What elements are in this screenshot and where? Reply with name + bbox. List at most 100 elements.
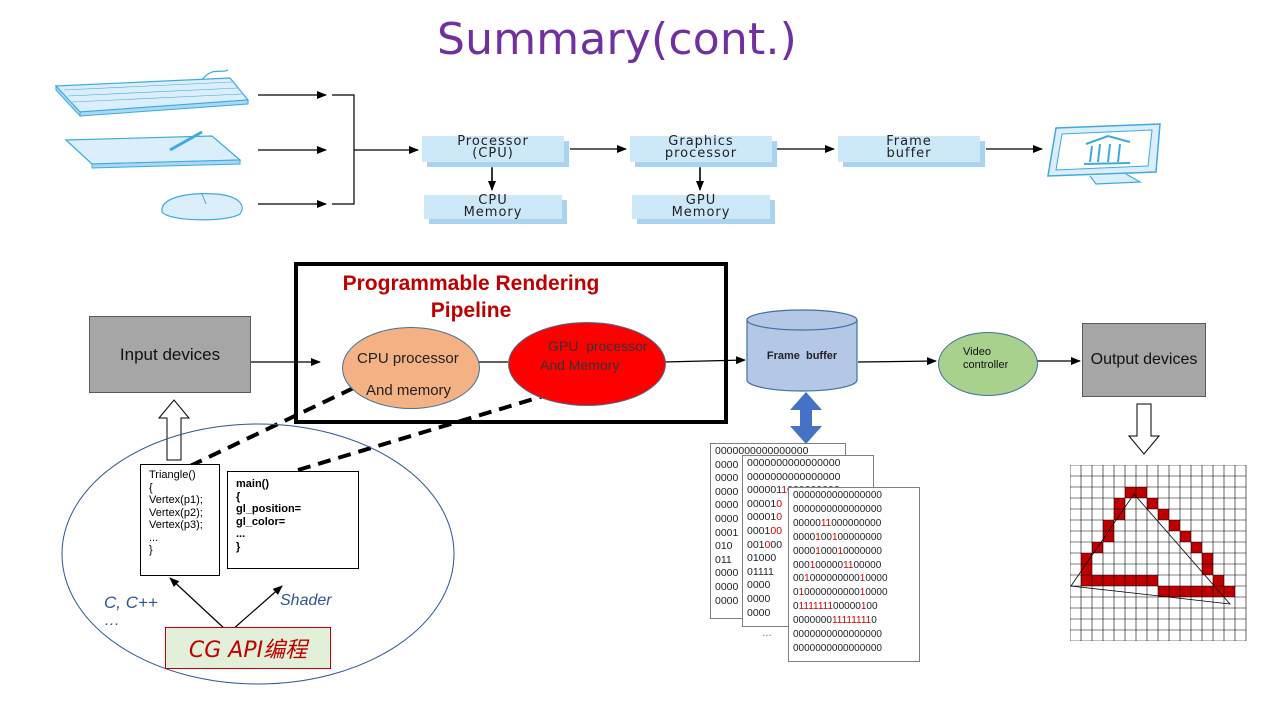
shader-code-line: } [236, 540, 241, 553]
pixel-cell [1103, 520, 1114, 531]
pipeline-title: Programmable Rendering Pipeline [330, 270, 612, 324]
pixel-cell [1147, 575, 1158, 586]
api-to-shader-arrow [231, 585, 283, 631]
monitor-icon [1047, 123, 1161, 185]
pixel-cell [1158, 509, 1169, 520]
gpu-to-framebuffer-arrow [663, 356, 746, 365]
pixel-cell [1202, 553, 1213, 564]
keyboard-icon [54, 69, 250, 118]
slide-title: Summary(cont.) [437, 14, 797, 65]
pixel-cell [1125, 487, 1136, 498]
input-bracket [332, 94, 355, 205]
cpu-code-line: { [149, 481, 153, 494]
pixel-cell [1114, 498, 1125, 509]
gpu-memory-line2: Memory [671, 205, 731, 220]
frame-buffer-label: Frame buffer [766, 350, 838, 362]
memory-double-arrow [790, 392, 822, 444]
pixel-cell [1103, 531, 1114, 542]
cg-api-label-box: CG API编程 [165, 627, 331, 669]
framebuffer-to-video-arrow [857, 357, 937, 366]
shader-code-line: gl_position= [236, 503, 302, 515]
pixel-cell [1136, 487, 1147, 498]
binary-ellipsis: … [762, 628, 772, 639]
pixel-cell [1136, 575, 1147, 586]
pixel-cell [1103, 575, 1114, 586]
pixel-grid [1070, 465, 1247, 641]
gpu-processor-ellipse [508, 322, 666, 406]
graphics-processor-line1: Graphics [668, 134, 734, 149]
input-devices-label: Input devices [119, 344, 221, 364]
pixel-cell [1081, 553, 1092, 564]
binary-page-3: 0000000000000000 0000000000000000 000001… [788, 487, 920, 662]
gpu-processor-label: GPU processor [548, 338, 648, 354]
frame-buffer-line2: buffer [886, 146, 932, 161]
frame-buffer-cylinder [746, 309, 858, 392]
shader-code-line: main() [236, 478, 269, 490]
shader-code-line: ... [236, 528, 246, 540]
shader-code-box: main(){gl_position=gl_color=...} [227, 471, 359, 569]
video-controller-label: Video controller [963, 346, 1008, 372]
processor-cpu-line1: Processor [457, 134, 529, 149]
graphics-processor-line2: processor [664, 146, 738, 161]
cpu-code-line: Vertex(p3); [149, 519, 203, 531]
cpu-code-line: Vertex(p1); [149, 494, 203, 506]
pixel-cell [1169, 520, 1180, 531]
processor-cpu-box: Processor (CPU) [422, 134, 564, 162]
cpu-code-box: Triangle(){Vertex(p1);Vertex(p2);Vertex(… [140, 464, 220, 576]
gpu-memory-box: GPU Memory [632, 193, 770, 220]
pixel-cell [1191, 542, 1202, 553]
api-to-cpu-code-arrow [169, 577, 227, 631]
pixel-cell [1213, 586, 1224, 597]
cpu-memory-line2: Memory [463, 205, 523, 220]
cpu-code-line: Triangle() [149, 469, 196, 481]
pixel-cell [1180, 531, 1191, 542]
c-cpp-label: C, C++ [104, 593, 158, 612]
pixel-cell [1202, 564, 1213, 575]
gpu-memory-line1: GPU [685, 193, 717, 208]
frame-buffer-line1: Frame [886, 134, 932, 149]
gpu-memory-label: And Memory [540, 357, 620, 373]
cpu-memory-line1: CPU [478, 193, 508, 208]
cpu-code-line: ... [149, 531, 159, 544]
output-devices-label: Output devices [1090, 351, 1198, 368]
cpu-code-line: Vertex(p2); [149, 506, 203, 519]
mouse-icon [161, 193, 243, 221]
cpu-processor-ellipse [342, 327, 480, 409]
pixel-cell [1081, 575, 1092, 586]
pixel-cell [1169, 586, 1180, 597]
cpu-processor-label: CPU processor [357, 350, 459, 367]
pixel-cell [1092, 575, 1103, 586]
hollow-up-arrow [157, 399, 191, 461]
pixel-cell [1202, 586, 1213, 597]
pixel-cell [1125, 575, 1136, 586]
pipeline-title-line2: Pipeline [430, 299, 512, 322]
input-devices-box: Input devices [89, 316, 251, 393]
pixel-cell [1213, 575, 1224, 586]
video-controller-ellipse [938, 332, 1038, 396]
pixel-cell [1147, 498, 1158, 509]
cpu-memory-label: And memory [366, 382, 452, 399]
processor-cpu-line2: (CPU) [472, 146, 514, 161]
frame-buffer-box: Frame buffer [838, 134, 980, 162]
cpu-memory-box: CPU Memory [424, 193, 562, 220]
pipeline-title-line1: Programmable Rendering [342, 272, 600, 295]
cg-api-label: CG API编程 [188, 638, 308, 663]
pixel-cell [1114, 575, 1125, 586]
api-region-ellipse [61, 423, 455, 685]
pipeline-frame [294, 262, 728, 424]
output-devices-box: Output devices [1082, 323, 1206, 397]
hollow-down-arrow [1127, 403, 1161, 455]
shader-label: Shader [280, 592, 332, 609]
graphics-processor-box: Graphics processor [630, 134, 772, 162]
video-controller-line2: controller [963, 359, 1009, 371]
pixel-cell [1224, 586, 1235, 597]
shader-code-line: { [236, 490, 241, 503]
pixel-cell [1158, 586, 1169, 597]
tablet-icon [64, 130, 242, 169]
c-cpp-ellipsis: … [104, 612, 120, 629]
pixel-cell [1081, 564, 1092, 575]
pixel-cell [1180, 586, 1191, 597]
cpu-code-line: } [149, 544, 153, 556]
shader-code-line: gl_color= [236, 515, 286, 528]
code-to-cpu-dashed-arrow [189, 380, 367, 468]
